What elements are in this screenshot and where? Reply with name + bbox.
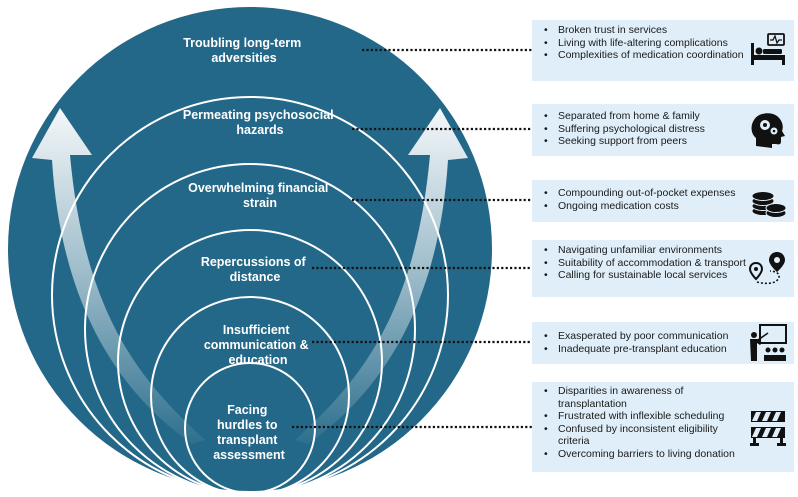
head-gears-icon (751, 113, 785, 148)
level-label-6: Facing hurdles to transplant assessment (213, 403, 285, 462)
list-item: Suitability of accommodation & transport (542, 257, 752, 270)
box-communication-education: Exasperated by poor communication Inadeq… (532, 322, 794, 364)
list-item: Living with life-altering complications (542, 37, 752, 50)
list-item: Frustrated with inflexible scheduling (542, 410, 752, 423)
box-distance: Navigating unfamiliar environments Suita… (532, 240, 794, 297)
box-psychosocial-hazards: Separated from home & family Suffering p… (532, 104, 794, 156)
level-label-4: Repercussions of distance (201, 255, 309, 284)
list-item: Suffering psychological distress (542, 123, 752, 136)
list-item: Ongoing medication costs (542, 200, 752, 213)
list-item: Inadequate pre-transplant education (542, 343, 752, 356)
list-item: Broken trust in services (542, 24, 752, 37)
roadblock-icon (750, 411, 786, 446)
level-label-2: Permeating psychosocial hazards (183, 108, 337, 137)
level-label-1: Troubling long-term adversities (183, 36, 305, 65)
map-route-icon (748, 251, 785, 284)
list-item: Separated from home & family (542, 110, 752, 123)
box-financial-strain: Compounding out-of-pocket expenses Ongoi… (532, 180, 794, 222)
list-item: Disparities in awareness of transplantat… (542, 385, 752, 410)
box-transplant-assessment: Disparities in awareness of transplantat… (532, 382, 794, 472)
list-item: Complexities of medication coordination (542, 49, 752, 62)
list-item: Calling for sustainable local services (542, 269, 752, 282)
right-curved-arrow (295, 108, 468, 444)
hospital-bed-icon (751, 32, 785, 65)
list-item: Confused by inconsistent eligibility cri… (542, 423, 752, 448)
list-item: Seeking support from peers (542, 135, 752, 148)
list-item: Exasperated by poor communication (542, 330, 752, 343)
coins-icon (751, 191, 787, 218)
level-label-5: Insufficient communication & education (204, 323, 312, 367)
list-item: Overcoming barriers to living donation (542, 448, 752, 461)
left-curved-arrow (32, 108, 205, 444)
presentation-icon (750, 324, 787, 361)
level-label-3: Overwhelming financial strain (188, 181, 332, 210)
list-item: Compounding out-of-pocket expenses (542, 187, 752, 200)
box-long-term-adversities: Broken trust in services Living with lif… (532, 20, 794, 81)
list-item: Navigating unfamiliar environments (542, 244, 752, 257)
